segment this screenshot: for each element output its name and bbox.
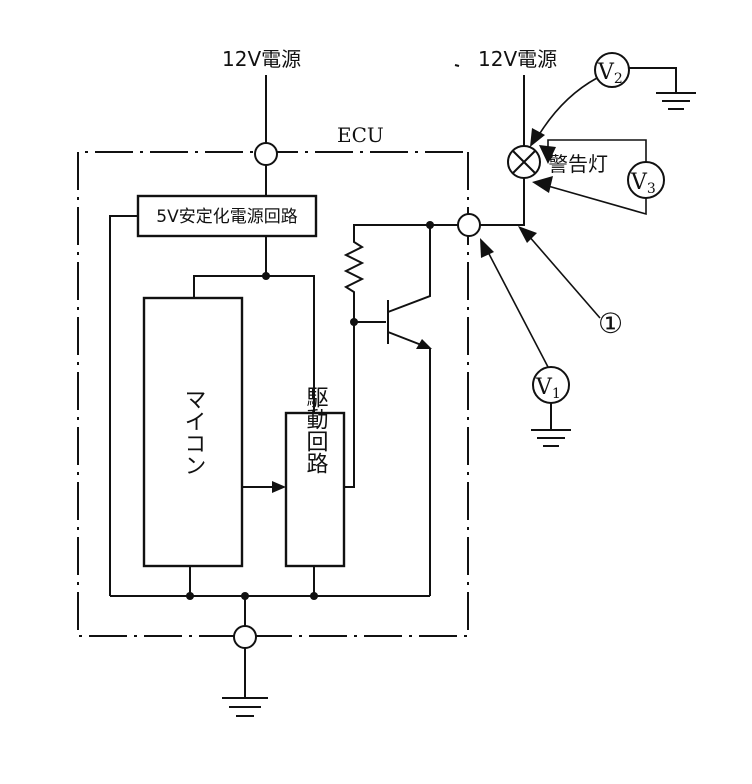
power-label-left: 12V電源: [222, 47, 301, 71]
voltmeter-v2: V2: [594, 52, 630, 88]
transistor: [387, 225, 432, 596]
v1-probe: [487, 251, 549, 368]
voltmeter-v1: V1: [532, 366, 570, 404]
mcu-to-driver-arrow: [272, 481, 286, 493]
warning-lamp-label: 警告灯: [548, 152, 608, 176]
v1-probe-arrow: [480, 238, 494, 258]
marker-1-leader: [527, 234, 601, 319]
ground-symbol-main: [222, 697, 268, 717]
driver-to-base-wire: [344, 322, 355, 488]
pullup-resistor: [343, 224, 430, 322]
marker-1-arrow: [518, 226, 537, 243]
node-gnd-driver: [310, 592, 318, 600]
regulator-ground-wire: [109, 215, 138, 596]
rail-5v-to-mcu: [193, 275, 315, 413]
power-label-right: 12V電源: [478, 47, 557, 71]
mcu-box: [142, 296, 244, 568]
ecu-label: ECU: [337, 123, 384, 147]
svg-text:V3: V3: [630, 170, 656, 197]
output-terminal: [457, 213, 481, 237]
driver-label: 駆動回路: [303, 386, 329, 474]
regulator-box: [136, 194, 318, 238]
lamp-to-output-wire: [480, 178, 525, 226]
stray-mark: [454, 64, 460, 67]
ground-terminal: [233, 625, 257, 649]
mcu-label: マイコン: [181, 388, 206, 476]
ground-symbol-v2: [656, 92, 696, 110]
marker-1-label: ①: [598, 307, 623, 340]
node-gnd-mcu: [186, 592, 194, 600]
warning-lamp-icon: [507, 145, 541, 179]
supply-terminal: [254, 142, 278, 166]
regulator-label: 5V安定化電源回路: [156, 207, 297, 227]
svg-text:V1: V1: [535, 375, 561, 402]
ecu-enclosure: [77, 151, 469, 637]
svg-text:V2: V2: [597, 60, 623, 87]
voltmeter-v3: V3: [627, 161, 665, 199]
v3-probe-bottom: [547, 185, 647, 216]
v3-probe-bottom-arrow: [532, 176, 553, 193]
v2-probe: [536, 77, 598, 139]
v2-probe-arrow: [530, 128, 545, 147]
v2-ground-wire: [629, 67, 677, 93]
v3-probe-top-arrow: [539, 145, 556, 164]
ground-symbol-v1: [531, 429, 571, 447]
